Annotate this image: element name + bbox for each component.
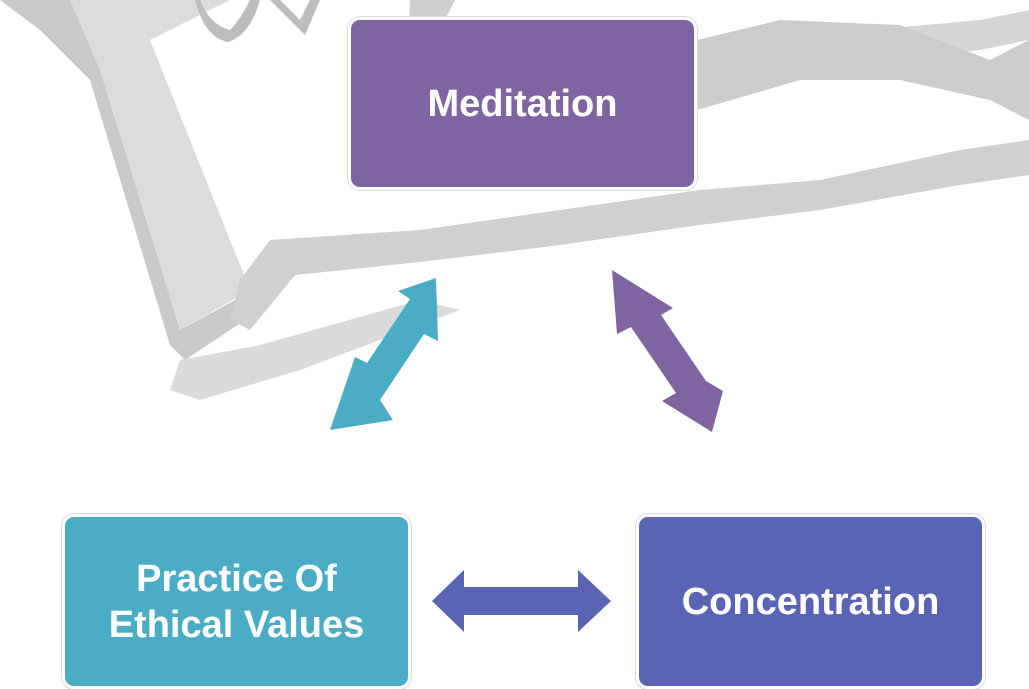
bottom-arrow-shape <box>432 570 611 632</box>
node-meditation-label: Meditation <box>427 82 618 125</box>
node-concentration: Concentration <box>636 514 985 689</box>
node-meditation: Meditation <box>348 17 697 190</box>
arrow-ethics-concentration <box>432 570 611 632</box>
node-concentration-label: Concentration <box>681 580 940 623</box>
right-arrow-shape <box>612 270 723 432</box>
left-arrow-shape <box>330 278 438 430</box>
arrow-ethics-meditation <box>330 278 438 430</box>
arrow-meditation-concentration <box>612 270 723 432</box>
node-ethics-label: Practice Of Ethical Values <box>108 557 365 646</box>
node-practice-of-ethical-values: Practice Of Ethical Values <box>62 514 411 689</box>
